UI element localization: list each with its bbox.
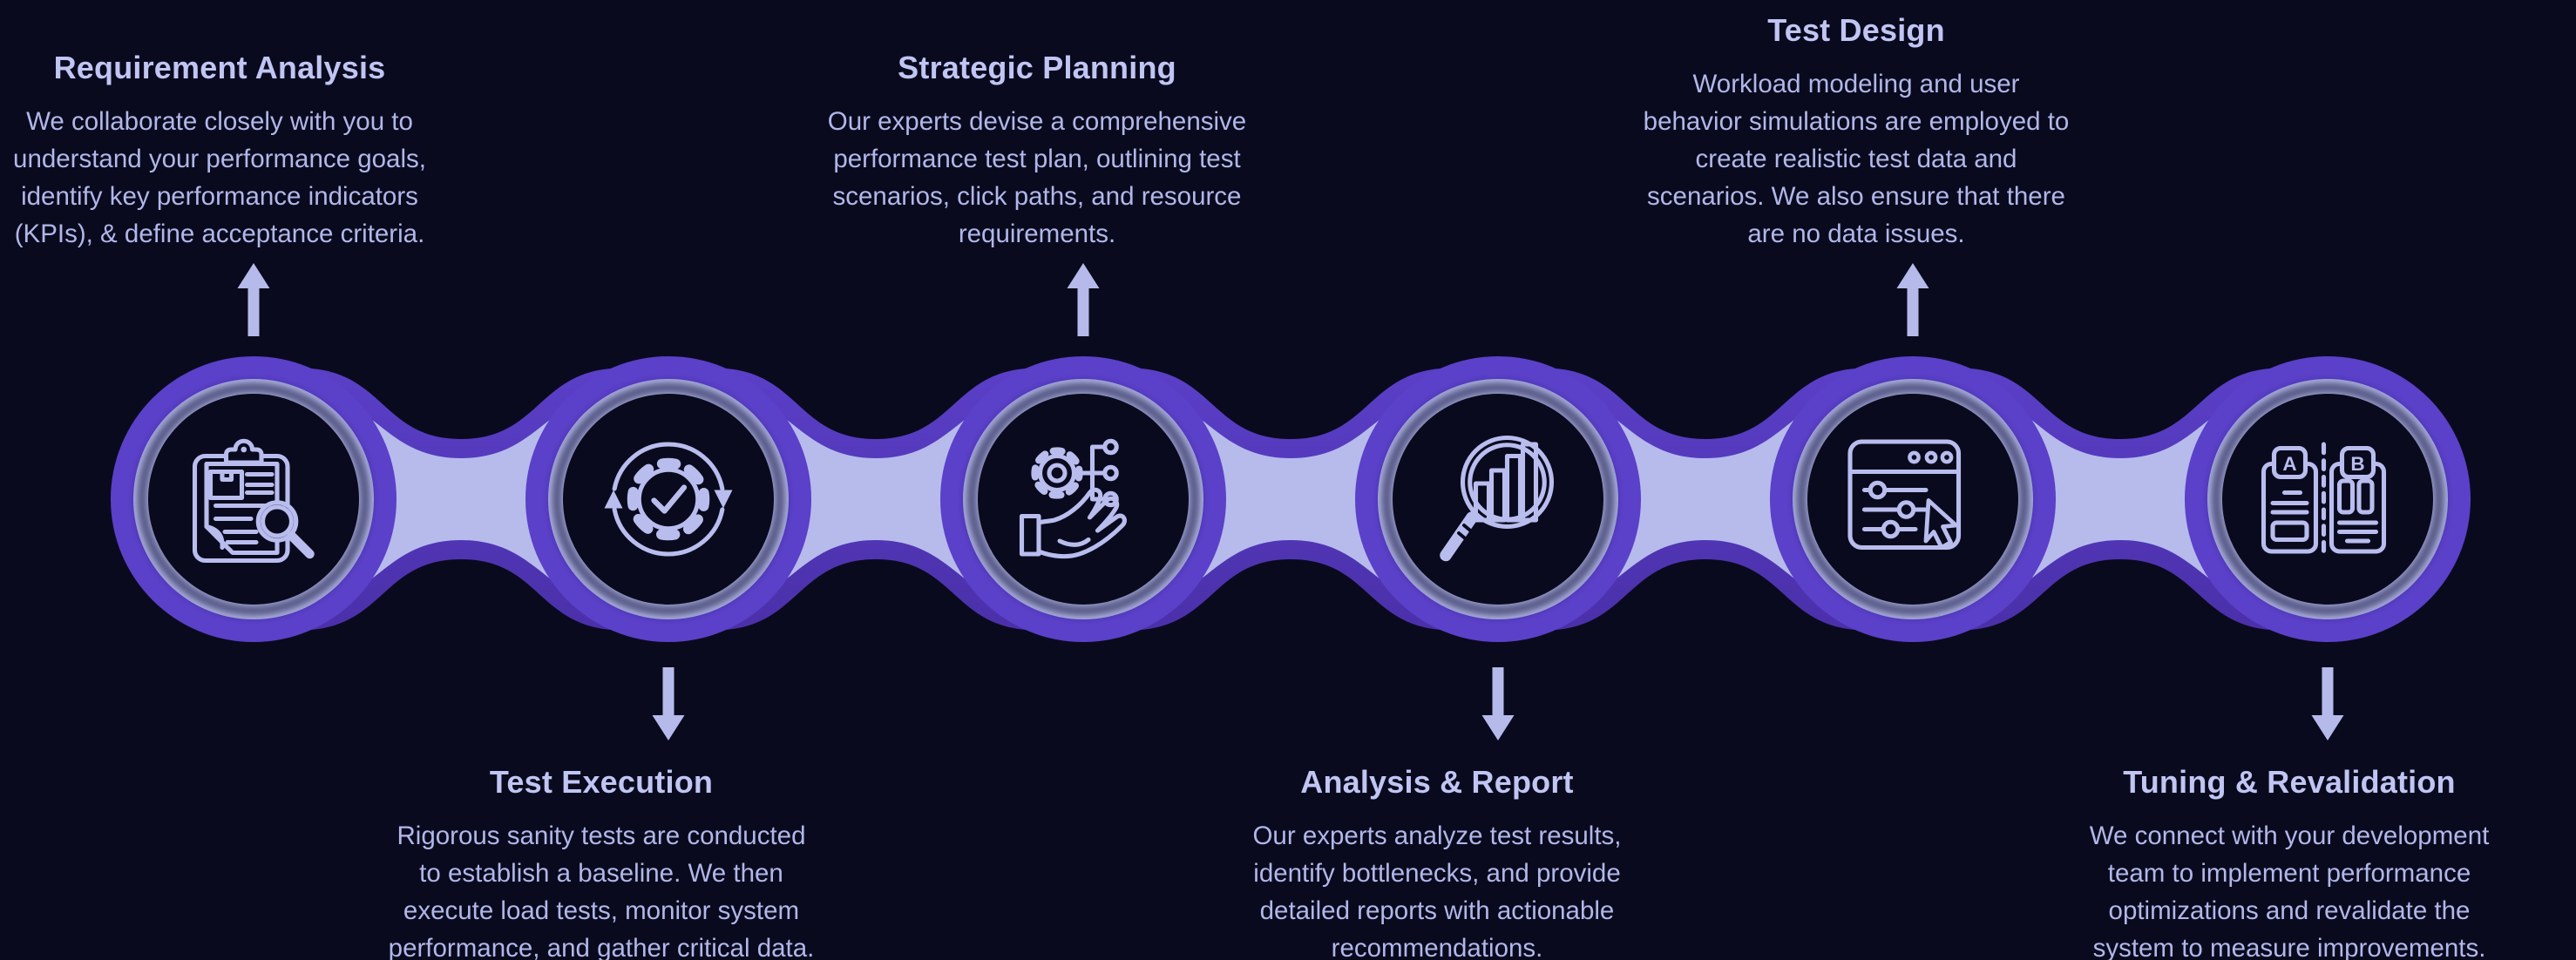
step-description: Rigorous sanity tests are conducted to e… — [388, 821, 815, 960]
connector-arrows — [237, 263, 2344, 740]
variant-a-label: A — [2282, 453, 2296, 475]
browser-sliders-cursor-icon — [1847, 439, 1962, 551]
arrow-down-icon — [2311, 667, 2344, 740]
step-description: We collaborate closely with you to under… — [13, 107, 426, 248]
step-circle-1 — [111, 356, 397, 642]
step-block-test-execution: Test Execution Rigorous sanity tests are… — [331, 763, 871, 960]
hand-gear-flowchart-icon — [1019, 438, 1127, 559]
arrow-down-icon — [1481, 667, 1515, 740]
arrow-up-icon — [237, 263, 270, 336]
step-title: Strategic Planning — [898, 50, 1176, 85]
step-description: Our experts devise a comprehensive perfo… — [827, 107, 1247, 248]
step-description: Workload modeling and user behavior simu… — [1643, 70, 2070, 248]
step-block-requirement-analysis: Requirement Analysis We collaborate clos… — [0, 49, 490, 253]
step-title: Test Design — [1767, 12, 1945, 48]
arrow-down-icon — [652, 667, 685, 740]
clipboard-magnifier-icon — [192, 438, 315, 564]
step-title: Tuning & Revalidation — [2123, 764, 2456, 800]
step-circle-4 — [1355, 356, 1641, 642]
step-title: Requirement Analysis — [53, 50, 386, 85]
gear-check-cycle-icon — [604, 442, 733, 557]
magnifier-bar-chart-icon — [1440, 435, 1555, 562]
arrow-up-icon — [1896, 263, 1929, 336]
step-block-tuning-revalidation: Tuning & Revalidation We connect with yo… — [2019, 763, 2559, 960]
step-description: Our experts analyze test results, identi… — [1252, 821, 1622, 960]
step-block-analysis-report: Analysis & Report Our experts analyze te… — [1167, 763, 1707, 960]
step-circle-2 — [525, 356, 811, 642]
step-title: Test Execution — [489, 764, 714, 800]
step-title: Analysis & Report — [1300, 764, 1574, 800]
arrow-up-icon — [1067, 263, 1100, 336]
ab-comparison-icon: A B — [2261, 442, 2387, 559]
variant-b-label: B — [2350, 453, 2364, 475]
step-block-strategic-planning: Strategic Planning Our experts devise a … — [767, 49, 1307, 253]
step-circle-6 — [2185, 356, 2471, 642]
step-description: We connect with your development team to… — [2089, 821, 2490, 960]
step-circle-5 — [1770, 356, 2056, 642]
step-block-test-design: Test Design Workload modeling and user b… — [1586, 11, 2126, 253]
